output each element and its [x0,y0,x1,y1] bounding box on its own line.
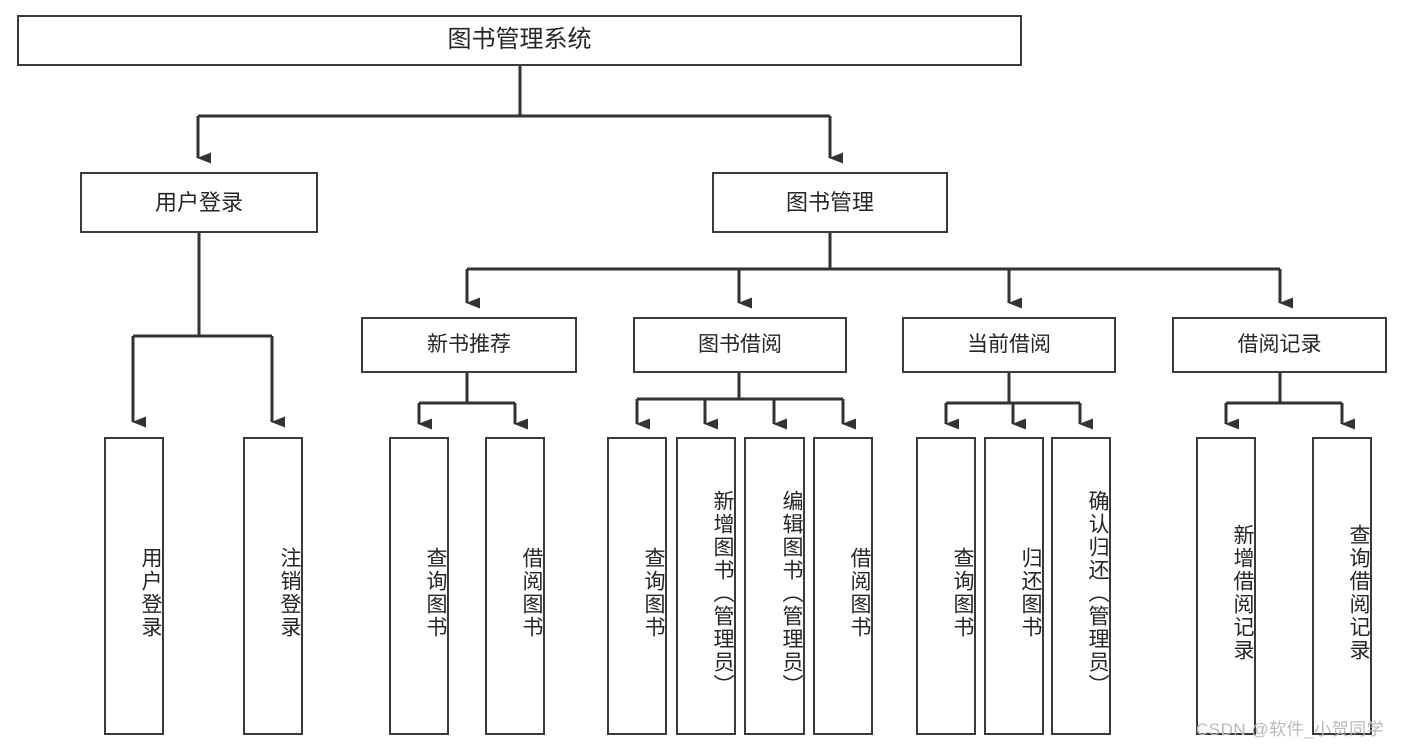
leaf-borrow-edit-book-admin[interactable]: 编辑图书（管理员） [744,437,805,735]
leaf-new-book-borrow[interactable]: 借阅图书 [485,437,545,735]
node-label: 查询图书 [642,547,665,639]
leaf-current-return[interactable]: 归还图书 [984,437,1044,735]
node-label: 图书借阅 [698,332,782,356]
node-label: 归还图书 [1019,547,1042,639]
node-label: 用户登录 [139,547,162,639]
node-label: 查询图书 [424,547,447,639]
node-label: 借阅记录 [1237,332,1322,356]
leaf-current-query[interactable]: 查询图书 [916,437,976,735]
node-label: 注销登录 [278,547,301,639]
node-root-system[interactable]: 图书管理系统 [17,15,1022,66]
node-label: 用户登录 [154,189,243,215]
node-label: 新增借阅记录 [1231,524,1254,662]
node-label: 借阅图书 [848,547,871,639]
node-label: 借阅图书 [520,547,543,639]
leaf-user-login-logout[interactable]: 注销登录 [243,437,303,735]
node-label: 新增图书（管理员） [711,489,734,697]
node-book-management[interactable]: 图书管理 [712,172,948,233]
node-label: 图书管理 [785,189,874,215]
leaf-borrow-borrow-book[interactable]: 借阅图书 [813,437,873,735]
node-current-borrow[interactable]: 当前借阅 [902,317,1116,373]
csdn-watermark: CSDN @软件_小贺同学 [1196,720,1385,739]
node-book-borrow[interactable]: 图书借阅 [633,317,847,373]
node-borrow-record[interactable]: 借阅记录 [1172,317,1387,373]
node-label: 当前借阅 [967,332,1051,356]
leaf-record-add[interactable]: 新增借阅记录 [1196,437,1256,735]
node-label: 图书管理系统 [447,26,592,54]
leaf-borrow-add-book-admin[interactable]: 新增图书（管理员） [676,437,736,735]
leaf-user-login-login[interactable]: 用户登录 [104,437,164,735]
node-label: 确认归还（管理员） [1086,489,1109,697]
node-user-login[interactable]: 用户登录 [80,172,318,233]
leaf-borrow-query[interactable]: 查询图书 [607,437,667,735]
node-label: 编辑图书（管理员） [780,489,803,697]
node-label: 新书推荐 [427,332,511,356]
node-label: 查询借阅记录 [1347,524,1370,662]
leaf-record-query[interactable]: 查询借阅记录 [1312,437,1372,735]
leaf-current-confirm-return-admin[interactable]: 确认归还（管理员） [1051,437,1111,735]
node-new-book-recommend[interactable]: 新书推荐 [361,317,577,373]
node-label: 查询图书 [951,547,974,639]
leaf-new-book-query[interactable]: 查询图书 [389,437,449,735]
